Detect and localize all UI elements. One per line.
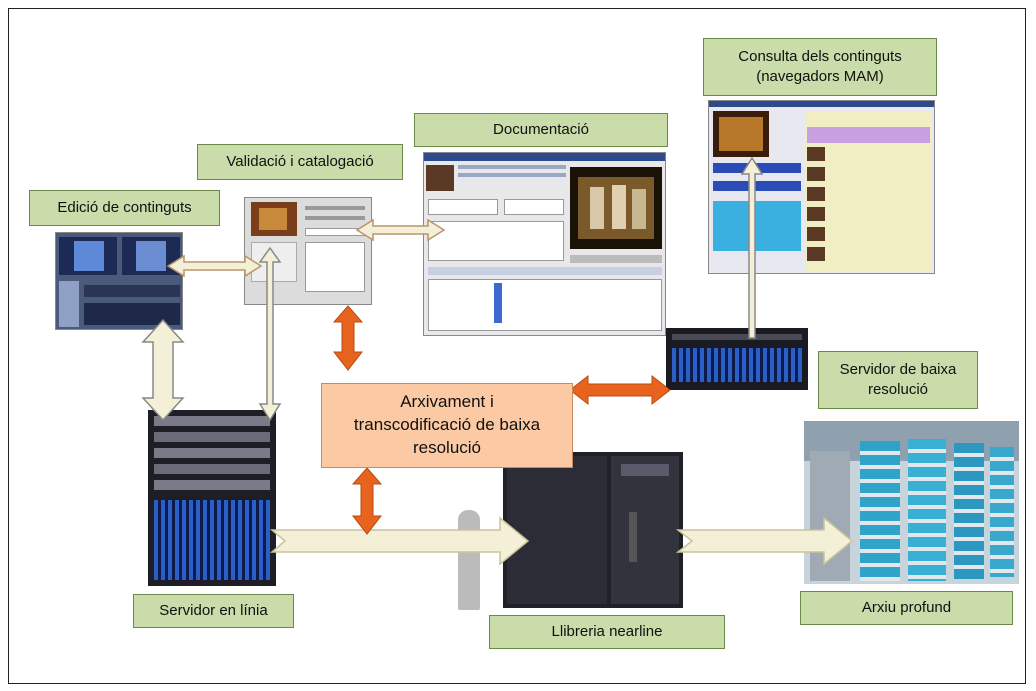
label-documentacio: Documentació [414, 113, 668, 147]
cataloguing-form-screenshot [244, 197, 372, 305]
arrow-arxivament-llibreria [351, 467, 383, 535]
tape-library-image [503, 452, 683, 608]
label-servidor-baixa-resolucio: Servidor de baixa resolució [818, 351, 978, 409]
arrow-servidor-llibreria [269, 516, 530, 566]
diagram-frame [8, 8, 1026, 684]
arrow-validacio-servidor [258, 246, 282, 422]
arrow-validacio-arxivament [332, 305, 364, 371]
arrow-llibreria-arxiu [675, 516, 854, 566]
mam-browser-screenshot [708, 100, 935, 274]
label-consulta-continguts: Consulta dels continguts (navegadors MAM… [703, 38, 937, 96]
label-servidor-en-linia: Servidor en línia [133, 594, 294, 628]
documentation-app-screenshot [423, 152, 666, 336]
archive-shelves-image [804, 421, 1019, 584]
arrow-validacio-documentacio [355, 218, 446, 242]
label-llibreria-nearline: Llibreria nearline [489, 615, 725, 649]
rack-server-image [666, 328, 808, 390]
label-arxiu-profund: Arxiu profund [800, 591, 1013, 625]
server-rack-image [148, 410, 276, 586]
label-edicio-continguts: Edició de continguts [29, 190, 220, 226]
video-editing-screenshot [55, 232, 183, 330]
label-validacio-cataloguacio: Validació i catalogació [197, 144, 403, 180]
arrow-arxivament-servidor-baixa [569, 374, 671, 406]
label-arxivament-transcodificacio: Arxivament i transcodificació de baixa r… [321, 383, 573, 468]
arrow-edicio-servidor [141, 318, 185, 422]
arrow-servidor-consulta [740, 156, 764, 339]
arrow-edicio-validacio [166, 254, 263, 278]
